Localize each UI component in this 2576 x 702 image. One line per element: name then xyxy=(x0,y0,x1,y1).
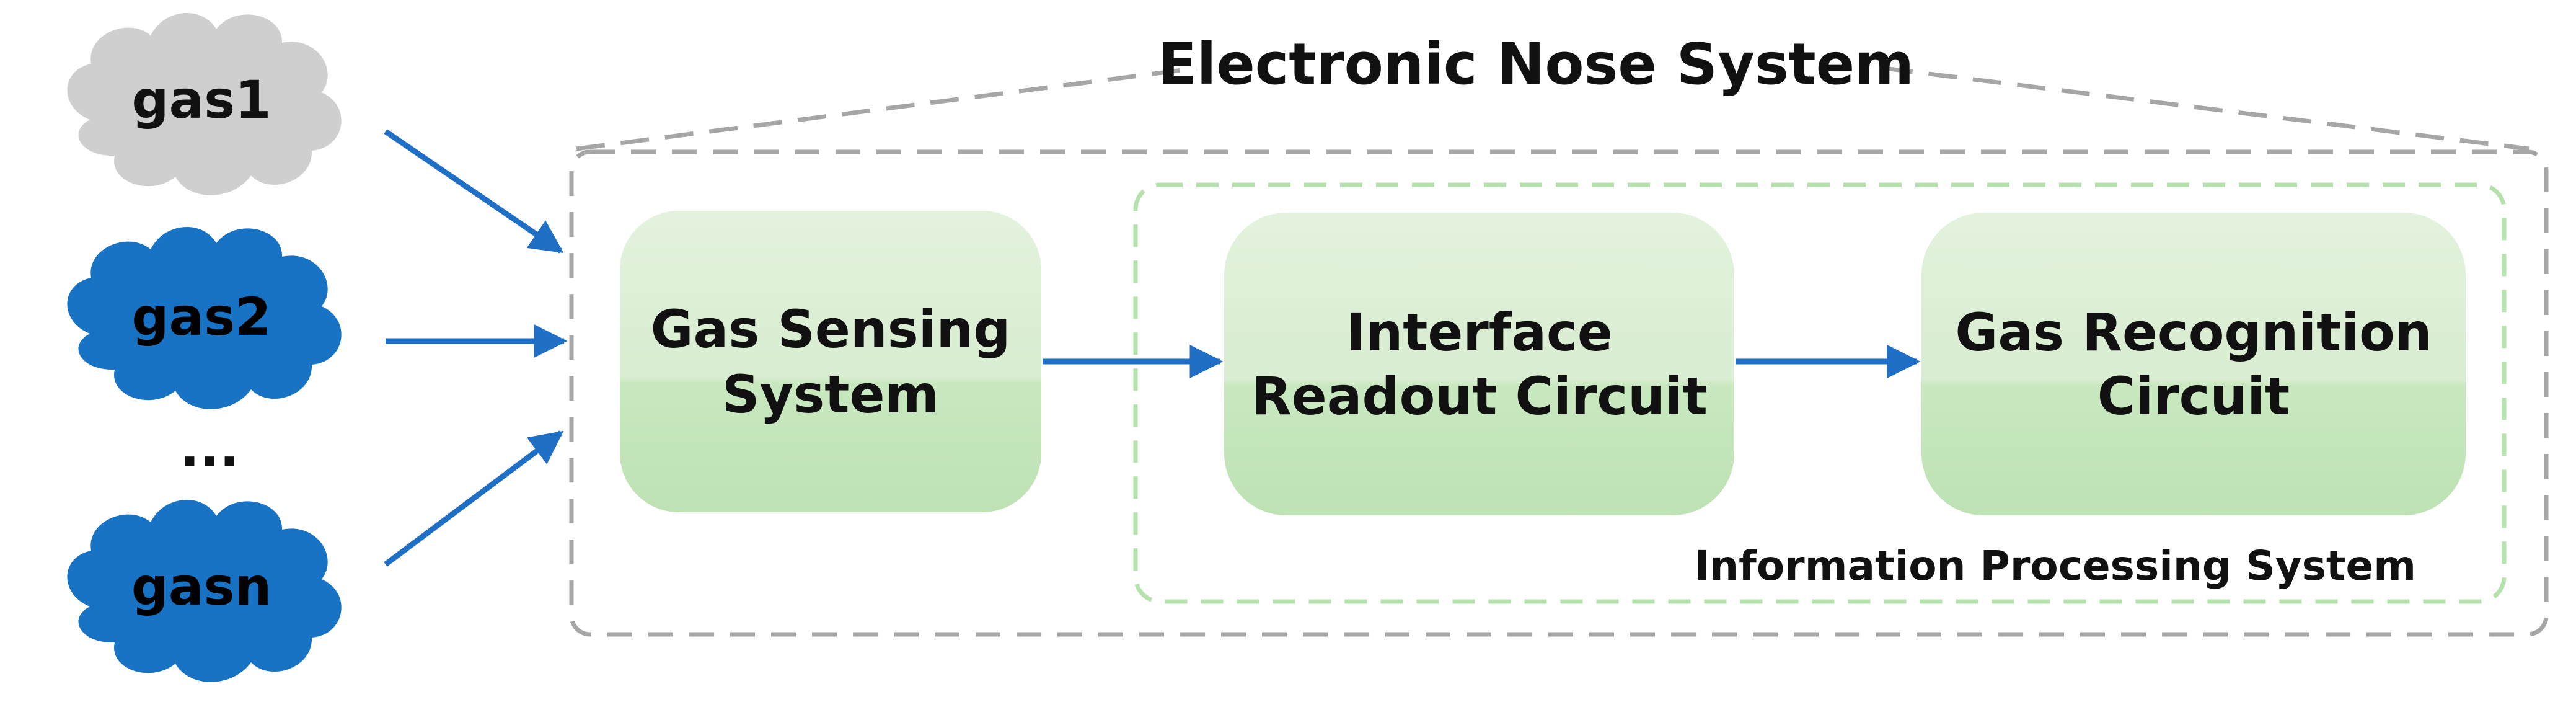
ellipsis-label: ... xyxy=(180,418,239,479)
gas-sensing-label-line2: System xyxy=(722,364,939,425)
gas-sensing-block xyxy=(620,211,1041,512)
gasn-label: gasn xyxy=(131,556,272,617)
gas2-label: gas2 xyxy=(131,287,271,347)
electronic-nose-boundary xyxy=(569,149,2549,637)
gas-recognition-label-line2: Circuit xyxy=(2097,366,2290,427)
interface-readout-label-line1: Interface xyxy=(1346,302,1613,363)
interface-readout-block xyxy=(1224,213,1734,515)
gas1-cloud xyxy=(67,13,342,195)
gas-sensing-label-line1: Gas Sensing xyxy=(651,299,1011,360)
gas1-label: gas1 xyxy=(131,69,271,130)
information-processing-boundary xyxy=(1133,182,2507,604)
diagram-title: Electronic Nose System xyxy=(1158,31,1914,97)
interface-readout-label-line2: Readout Circuit xyxy=(1251,366,1708,427)
roof-line-right xyxy=(1884,66,2530,151)
gas-recognition-block xyxy=(1921,213,2466,515)
gas-recognition-label-line1: Gas Recognition xyxy=(1955,302,2432,363)
gasn-cloud xyxy=(67,500,342,682)
subsystem-label: Information Processing System xyxy=(1695,542,2416,590)
gas2-cloud xyxy=(67,227,342,409)
arrow-gas1-to-sensing xyxy=(384,129,564,254)
arrow-gasn-to-sensing xyxy=(384,430,564,567)
roof-line-left xyxy=(576,66,1197,151)
